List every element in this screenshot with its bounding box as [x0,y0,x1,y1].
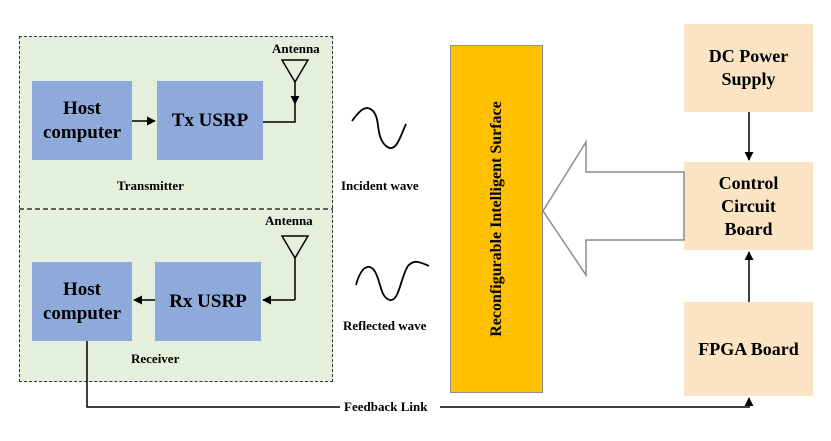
control-circuit-board-block: Control Circuit Board [684,162,813,250]
dc-line2: Supply [721,69,776,89]
tx-usrp-block: Tx USRP [157,81,263,160]
transmitter-caption: Transmitter [117,178,184,193]
fpga-label: FPGA Board [698,338,799,359]
ccb-line2: Circuit [721,195,776,216]
tx-host-line1: Host [63,97,101,119]
feedback-link-label: Feedback Link [342,399,430,415]
rx-usrp-label: Rx USRP [169,290,247,312]
dc-power-supply-block: DC Power Supply [684,24,813,112]
rx-host-computer-block: Host computer [32,262,132,341]
ccb-line3: Board [724,218,773,239]
biasing-line1: Biasing [606,186,664,206]
biasing-voltage-label: Biasing Voltage [596,185,674,231]
reflected-wave-label: Reflected wave [343,318,427,333]
receiver-caption: Receiver [131,351,180,366]
incident-wave-icon [351,107,407,149]
rx-host-line1: Host [63,278,101,300]
rx-host-line2: computer [42,302,122,324]
fpga-board-block: FPGA Board [684,302,813,396]
ccb-line1: Control [718,172,779,193]
tx-antenna-label: Antenna [272,41,320,56]
rx-antenna-label: Antenna [265,213,313,228]
rx-usrp-block: Rx USRP [155,262,261,341]
tx-host-line2: computer [42,121,122,143]
dc-line1: DC Power [708,46,789,66]
biasing-line2: Voltage [606,209,664,229]
feedback-link-line-right [440,397,754,408]
tx-usrp-label: Tx USRP [171,109,249,131]
reflected-wave-icon [355,260,430,301]
ris-block: Reconfigurable Intelligent Surface [450,45,543,393]
ris-label: Reconfigurable Intelligent Surface [487,101,505,337]
incident-wave-label: Incident wave [341,178,419,193]
tx-host-computer-block: Host computer [32,81,132,160]
